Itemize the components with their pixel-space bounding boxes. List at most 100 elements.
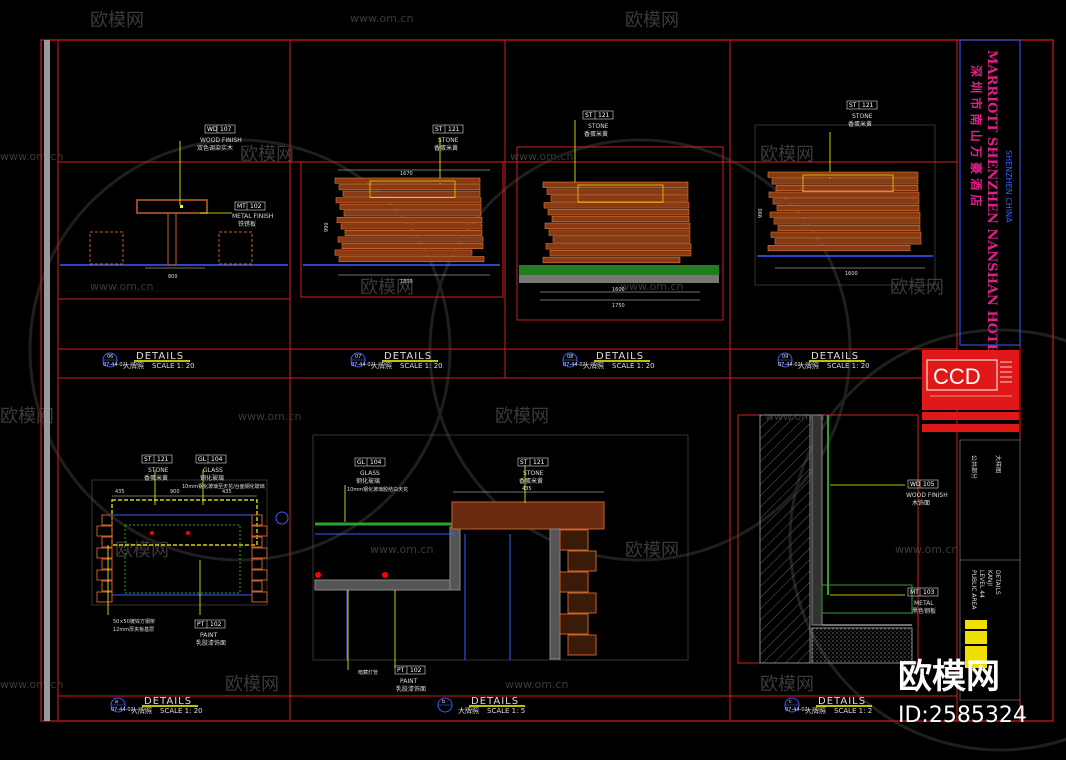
watermark-site: www.om.cn <box>238 410 301 423</box>
svg-text:黑色钢板: 黑色钢板 <box>912 607 936 615</box>
brick <box>559 571 589 593</box>
title-strip: 深 圳 市 南 山 万 豪 酒 店 MARRIOTT SHENZHEN NANS… <box>959 39 1021 363</box>
brick <box>101 536 113 548</box>
dim-435: 435 <box>115 489 125 495</box>
brick <box>251 591 268 603</box>
stone-slab <box>552 236 691 243</box>
brick <box>251 514 263 526</box>
svg-text:10mm钢化玻璃胶结白天花: 10mm钢化玻璃胶结白天花 <box>347 486 408 493</box>
tag-mt102: MT 102 METAL FINISH 铁锈板 <box>232 201 273 228</box>
detail-label: DETAILS <box>596 351 644 362</box>
svg-text:乳胶漆饰面: 乳胶漆饰面 <box>396 685 426 693</box>
stone-slab <box>774 238 922 245</box>
svg-text:103: 103 <box>923 589 935 596</box>
hotel-name-cn: 深 圳 市 南 山 万 豪 酒 店 <box>969 65 984 206</box>
svg-text:STONE: STONE <box>588 123 609 130</box>
watermark-brand: 欧模网 <box>890 277 944 298</box>
stone-slab <box>336 216 483 223</box>
detail-label: DETAILS <box>811 351 859 362</box>
watermark-brand-large: 欧模网 <box>898 657 1000 697</box>
detail-a-drawing: 435 900 435 ST 121 STONE 香蛋米黄 GL 104 GLA… <box>91 454 289 647</box>
detail-id: a <box>115 699 118 705</box>
svg-text:香蛋米黄: 香蛋米黄 <box>519 477 543 485</box>
brick <box>101 558 113 570</box>
dim-1600: 1600 <box>845 271 858 277</box>
watermark-site: www.om.cn <box>510 150 573 163</box>
tag-wd105: WD 105 WOOD FINISH 木饰面 <box>906 479 948 507</box>
watermark-id: ID:2585324 <box>898 703 1027 728</box>
watermark-site: www.om.cn <box>370 543 433 556</box>
stone-slab <box>776 205 920 212</box>
detail-c-drawing: WD 105 WOOD FINISH 木饰面 MT 103 METAL 黑色钢板 <box>737 414 948 664</box>
lamp-note: 暗藏灯管 <box>358 669 378 676</box>
stone-slab <box>547 209 690 216</box>
svg-text:WOOD FINISH: WOOD FINISH <box>200 137 242 144</box>
detail-scale: SCALE 1: 20 <box>827 362 870 370</box>
watermark-site: www.om.cn <box>505 678 568 691</box>
hotel-name-en: MARRIOTT SHENZHEN NANSHAN HOTEL <box>984 50 999 363</box>
svg-text:METAL FINISH: METAL FINISH <box>232 213 273 220</box>
stone-slab <box>343 210 482 217</box>
stone-slab <box>768 191 920 198</box>
svg-text:ST: ST <box>849 102 857 109</box>
watermark-brand: 欧模网 <box>240 144 294 165</box>
svg-text:香蛋米黄: 香蛋米黄 <box>434 144 458 152</box>
detail-code: 07-44-02 <box>785 707 808 713</box>
svg-text:钢化玻璃: 钢化玻璃 <box>356 477 380 485</box>
svg-text:铁锈板: 铁锈板 <box>238 220 256 228</box>
slab-outline <box>369 180 456 198</box>
detail-code: 07-44-02 <box>778 362 801 368</box>
detail-scale: SCALE 1: 5 <box>487 707 525 715</box>
stone-slab <box>770 231 922 238</box>
svg-text:121: 121 <box>862 102 874 109</box>
detail-room: 大牌照 <box>798 361 819 370</box>
detail-scale: SCALE 1: 20 <box>612 362 655 370</box>
watermark-brand: 欧模网 <box>625 10 679 31</box>
stone-slab <box>542 256 681 264</box>
stone-slab <box>773 218 921 225</box>
watermark-brand: 欧模网 <box>225 674 279 695</box>
svg-text:PT: PT <box>197 621 205 628</box>
watermark-site: www.om.cn <box>90 280 153 293</box>
brick <box>251 558 263 570</box>
detail-room: 大牌照 <box>805 706 826 715</box>
svg-text:GLASS: GLASS <box>203 467 223 474</box>
watermark-site: www.om.cn <box>0 678 63 691</box>
stone-slab <box>769 211 921 218</box>
hotel-location: SHENZHEN CHINA <box>1004 150 1013 223</box>
watermark-brand: 欧模网 <box>360 277 414 298</box>
sheet-frame <box>40 39 1054 722</box>
room: KANJI <box>986 570 993 586</box>
stone-slab <box>344 230 483 236</box>
detail-id: 07 <box>355 354 361 360</box>
detail-scale: SCALE 1: 20 <box>400 362 443 370</box>
watermark-site: www.om.cn <box>0 150 63 163</box>
stone-slab <box>546 188 689 195</box>
svg-text:121: 121 <box>448 126 460 133</box>
stone-slab <box>341 243 484 250</box>
detail-label: DETAILS <box>136 351 184 362</box>
svg-text:GL: GL <box>198 456 207 463</box>
stone-slab <box>340 223 483 230</box>
stone-slab <box>334 177 481 184</box>
svg-text:钢化玻璃: 钢化玻璃 <box>200 474 224 482</box>
tag-st121: ST 121 STONE 香蛋米黄 <box>582 110 614 138</box>
brick <box>251 547 268 559</box>
svg-text:METAL: METAL <box>914 600 934 607</box>
detail-label: DETAILS <box>144 696 192 707</box>
svg-text:107: 107 <box>220 126 232 133</box>
detail-scale: SCALE 1: 2 <box>834 707 872 715</box>
svg-text:MT: MT <box>237 203 246 210</box>
brick <box>96 547 113 559</box>
brick <box>567 634 597 656</box>
brick <box>251 536 263 548</box>
watermark-brand: 欧模网 <box>625 540 679 561</box>
svg-text:121: 121 <box>533 459 545 466</box>
watermark-brand: 欧模网 <box>760 674 814 695</box>
area-en: PUBLIC AREA <box>970 570 977 610</box>
brick <box>251 580 263 592</box>
